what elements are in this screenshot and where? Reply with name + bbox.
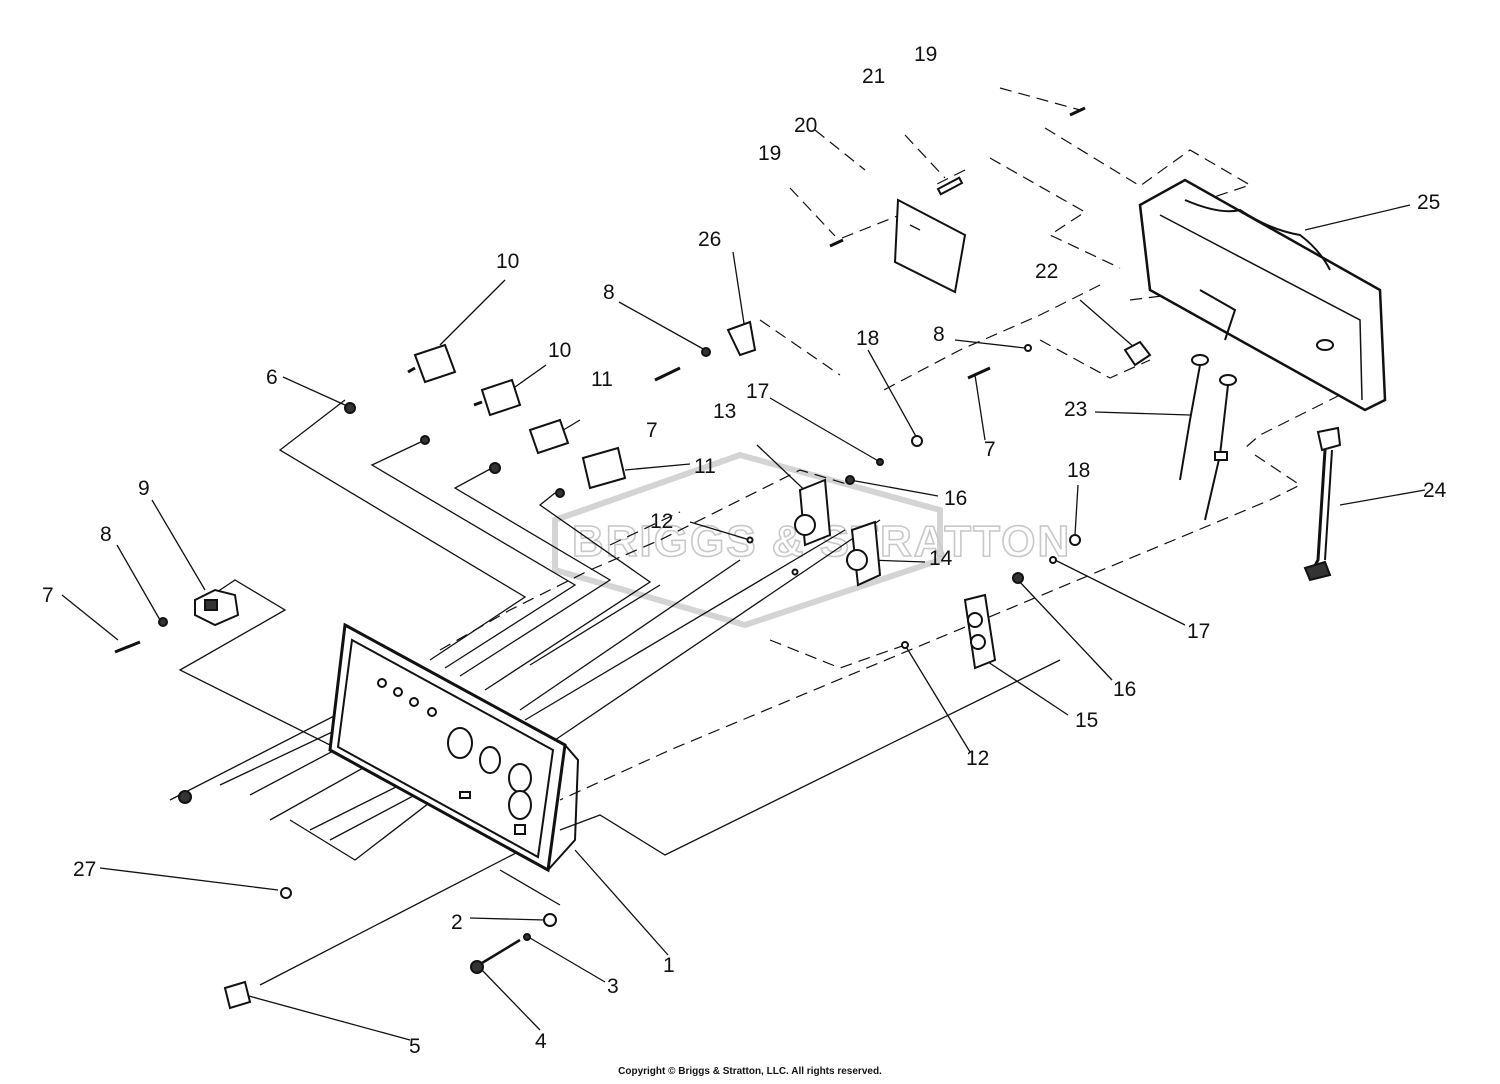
callout-12: 12 [650,510,673,533]
callout-13: 13 [713,400,736,423]
callout-8: 8 [933,323,945,346]
callout-11: 11 [591,368,613,391]
callout-6: 6 [266,366,278,389]
callout-25: 25 [1417,191,1440,214]
callout-19: 19 [914,43,937,66]
callout-19: 19 [758,142,781,165]
callout-3: 3 [607,975,619,998]
callout-12: 12 [966,747,989,770]
callout-2: 2 [451,911,463,934]
assembly-lines [439,87,1341,801]
callout-8: 8 [603,281,615,304]
control-panel-part-1 [328,622,580,873]
copyright-notice: Copyright © Briggs & Stratton, LLC. All … [618,1066,882,1077]
callout-20: 20 [794,114,817,137]
callout-7: 7 [42,584,54,607]
callout-26: 26 [698,228,721,251]
callout-16: 16 [944,487,967,510]
callout-10: 10 [548,339,571,362]
back-housing-part-25 [1138,178,1387,412]
callout-23: 23 [1064,398,1087,421]
callout-8: 8 [100,523,112,546]
callout-16: 16 [1113,678,1136,701]
callout-10: 10 [496,250,519,273]
wiring-paths [169,399,1061,986]
hardware [114,106,1342,1010]
callout-11: 11 [694,455,716,478]
plate-part-21 [893,198,967,294]
callout-5: 5 [409,1035,421,1058]
callout-24: 24 [1423,479,1447,502]
callout-9: 9 [138,477,150,500]
callout-7: 7 [646,419,658,442]
callout-15: 15 [1075,709,1098,732]
callout-7: 7 [984,438,996,461]
callout-17: 17 [1187,620,1210,643]
callout-14: 14 [929,547,953,570]
callout-21: 21 [862,65,885,88]
callout-18: 18 [1067,459,1090,482]
callout-4: 4 [535,1030,547,1053]
callout-17: 17 [746,380,769,403]
callout-labels: 19 21 20 19 25 26 10 10 8 22 8 18 6 11 7… [42,43,1447,1058]
callout-22: 22 [1035,260,1058,283]
callout-27: 27 [73,858,96,881]
callout-18: 18 [856,327,879,350]
callout-1: 1 [663,954,675,977]
